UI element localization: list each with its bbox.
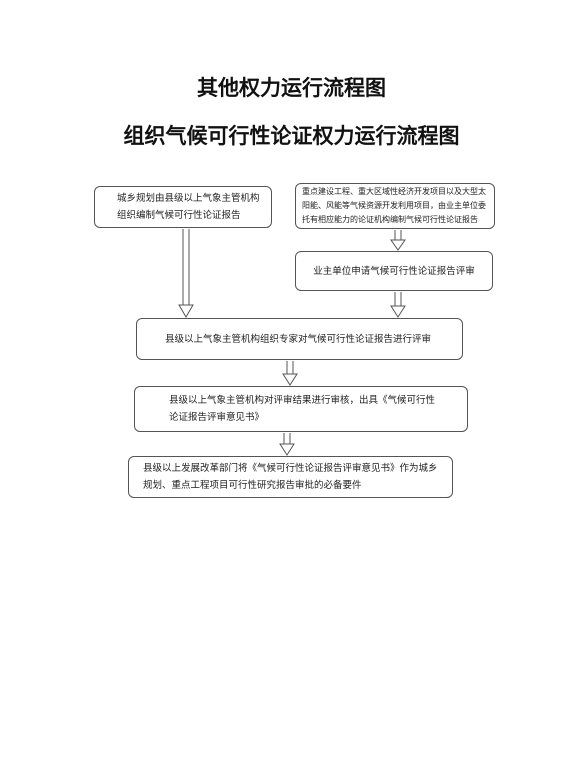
box-line: 论证报告评审意见书》	[169, 412, 265, 423]
arrow-b3-to-b4	[390, 292, 406, 318]
box-line: 城乡规划由县级以上气象主管机构	[117, 193, 260, 204]
box-line: 组织编制气候可行性论证报告	[117, 210, 241, 221]
box-line: 阳能、风能等气候资源开发利用项目，由业主单位委	[302, 201, 486, 210]
step-urban-planning-box: 城乡规划由县级以上气象主管机构 组织编制气候可行性论证报告	[94, 186, 272, 228]
box-line: 重点建设工程、重大区域性经济开发项目以及大型太	[302, 187, 486, 196]
box-line: 县级以上气象主管机构对评审结果进行审核，出具《气候可行性	[169, 395, 436, 406]
sub-title: 组织气候可行性论证权力运行流程图	[123, 123, 460, 148]
step-expert-review-box: 县级以上气象主管机构组织专家对气候可行性论证报告进行评审	[136, 318, 463, 360]
box-line: 县级以上发展改革部门将《气候可行性论证报告评审意见书》作为城乡	[143, 463, 438, 474]
box-line: 规划、重点工程项目可行性研究报告审批的必备要件	[143, 480, 362, 491]
step-apply-review-box: 业主单位申请气候可行性论证报告评审	[295, 251, 493, 291]
step-audit-opinion-box: 县级以上气象主管机构对评审结果进行审核，出具《气候可行性 论证报告评审意见书》	[134, 386, 468, 432]
arrow-b2-to-b3	[390, 230, 406, 251]
step-approval-requirement-box: 县级以上发展改革部门将《气候可行性论证报告评审意见书》作为城乡 规划、重点工程项…	[128, 456, 453, 498]
main-title: 其他权力运行流程图	[197, 75, 386, 100]
arrow-b5-to-b6	[279, 433, 295, 456]
box-line: 业主单位申请气候可行性论证报告评审	[313, 265, 475, 277]
step-key-projects-box: 重点建设工程、重大区域性经济开发项目以及大型太 阳能、风能等气候资源开发利用项目…	[295, 183, 495, 229]
arrow-b1-to-b4	[178, 229, 194, 318]
arrow-b4-to-b5	[282, 361, 298, 386]
box-line: 托有相应能力的论证机构编制气候可行性论证报告	[302, 215, 478, 224]
box-line: 县级以上气象主管机构组织专家对气候可行性论证报告进行评审	[165, 333, 432, 345]
